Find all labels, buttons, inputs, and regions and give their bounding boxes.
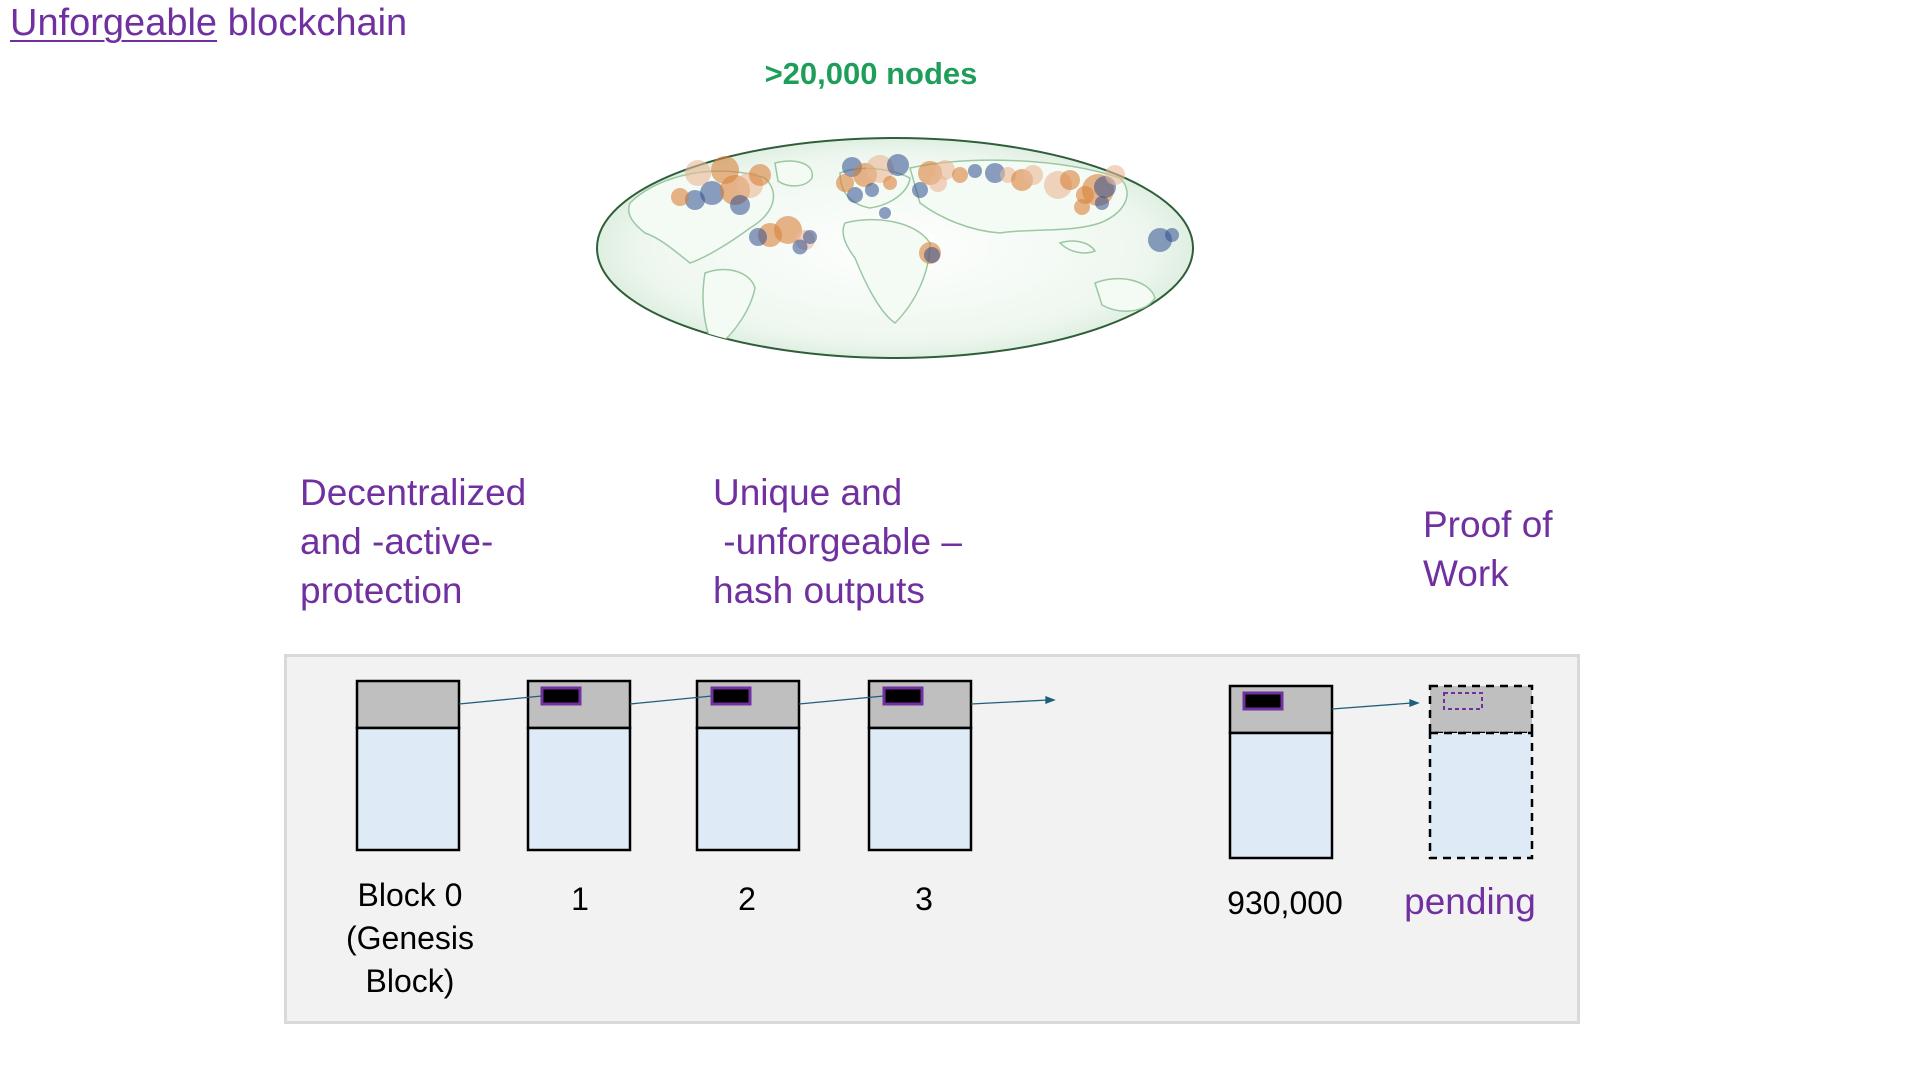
prev-hash-box: [1242, 691, 1284, 711]
title-rest: blockchain: [217, 2, 408, 44]
note-decentralized: Decentralized and -active- protection: [300, 472, 527, 611]
block-1: [526, 679, 632, 852]
node-dot: [865, 183, 879, 197]
node-dot: [866, 155, 894, 183]
label-block-2: 2: [738, 881, 756, 917]
node-dot: [952, 167, 968, 183]
label-block-0: Block 0 (Genesis Block): [345, 877, 475, 999]
node-dot: [792, 239, 808, 255]
node-dot: [1074, 199, 1090, 215]
node-dot: [749, 164, 771, 186]
pending-hash-box: [1443, 692, 1483, 710]
prev-hash-box: [540, 686, 582, 706]
node-dot: [671, 188, 689, 206]
block-body: [867, 726, 973, 852]
node-dot: [1060, 170, 1080, 190]
note-unique-hash: Unique and -unforgeable – hash outputs: [713, 472, 962, 611]
block-2: [695, 679, 801, 852]
hash-links: [458, 695, 1420, 710]
node-dot: [1095, 196, 1109, 210]
node-dot: [985, 163, 1005, 183]
node-dot: [700, 181, 724, 205]
node-dot: [803, 230, 817, 244]
prev-hash-box: [882, 686, 924, 706]
node-dot: [1105, 165, 1125, 185]
node-dot: [924, 247, 940, 263]
blockchain-diagram: [355, 679, 1534, 860]
block-body: [1428, 731, 1534, 860]
node-dot: [685, 190, 705, 210]
node-dot: [912, 182, 928, 198]
node-dot: [883, 176, 897, 190]
node-dot: [847, 187, 863, 203]
node-dot: [929, 174, 947, 192]
block-pending: [1428, 684, 1534, 860]
node-dot: [730, 195, 750, 215]
node-dots: [671, 154, 1179, 264]
node-dot: [879, 207, 891, 219]
block-3: [867, 679, 973, 852]
block-body: [526, 726, 632, 852]
label-block-1: 1: [571, 881, 589, 917]
label-block-930000: 930,000: [1227, 885, 1343, 921]
node-dot: [887, 154, 909, 176]
node-dot: [1023, 165, 1043, 185]
block-930000: [1228, 684, 1334, 860]
node-dot: [836, 174, 854, 192]
block-header: [355, 679, 461, 730]
node-dot: [749, 228, 767, 246]
block-body: [695, 726, 801, 852]
node-dot: [968, 164, 982, 178]
label-block-3: 3: [915, 881, 933, 917]
world-node-map: [596, 137, 1194, 359]
slide-title: Unforgeable blockchain: [10, 2, 407, 45]
node-dot: [774, 216, 802, 244]
block-genesis: [355, 679, 461, 852]
block-body: [1228, 731, 1334, 860]
node-dot: [685, 160, 711, 186]
block-body: [355, 726, 461, 852]
prev-hash-box: [710, 686, 752, 706]
node-dot: [1165, 228, 1179, 242]
title-underlined-word: Unforgeable: [10, 2, 218, 44]
nodes-caption: >20,000 nodes: [764, 56, 978, 91]
note-proof-of-work: Proof of Work: [1423, 504, 1553, 594]
label-block-pending: pending: [1404, 881, 1536, 922]
